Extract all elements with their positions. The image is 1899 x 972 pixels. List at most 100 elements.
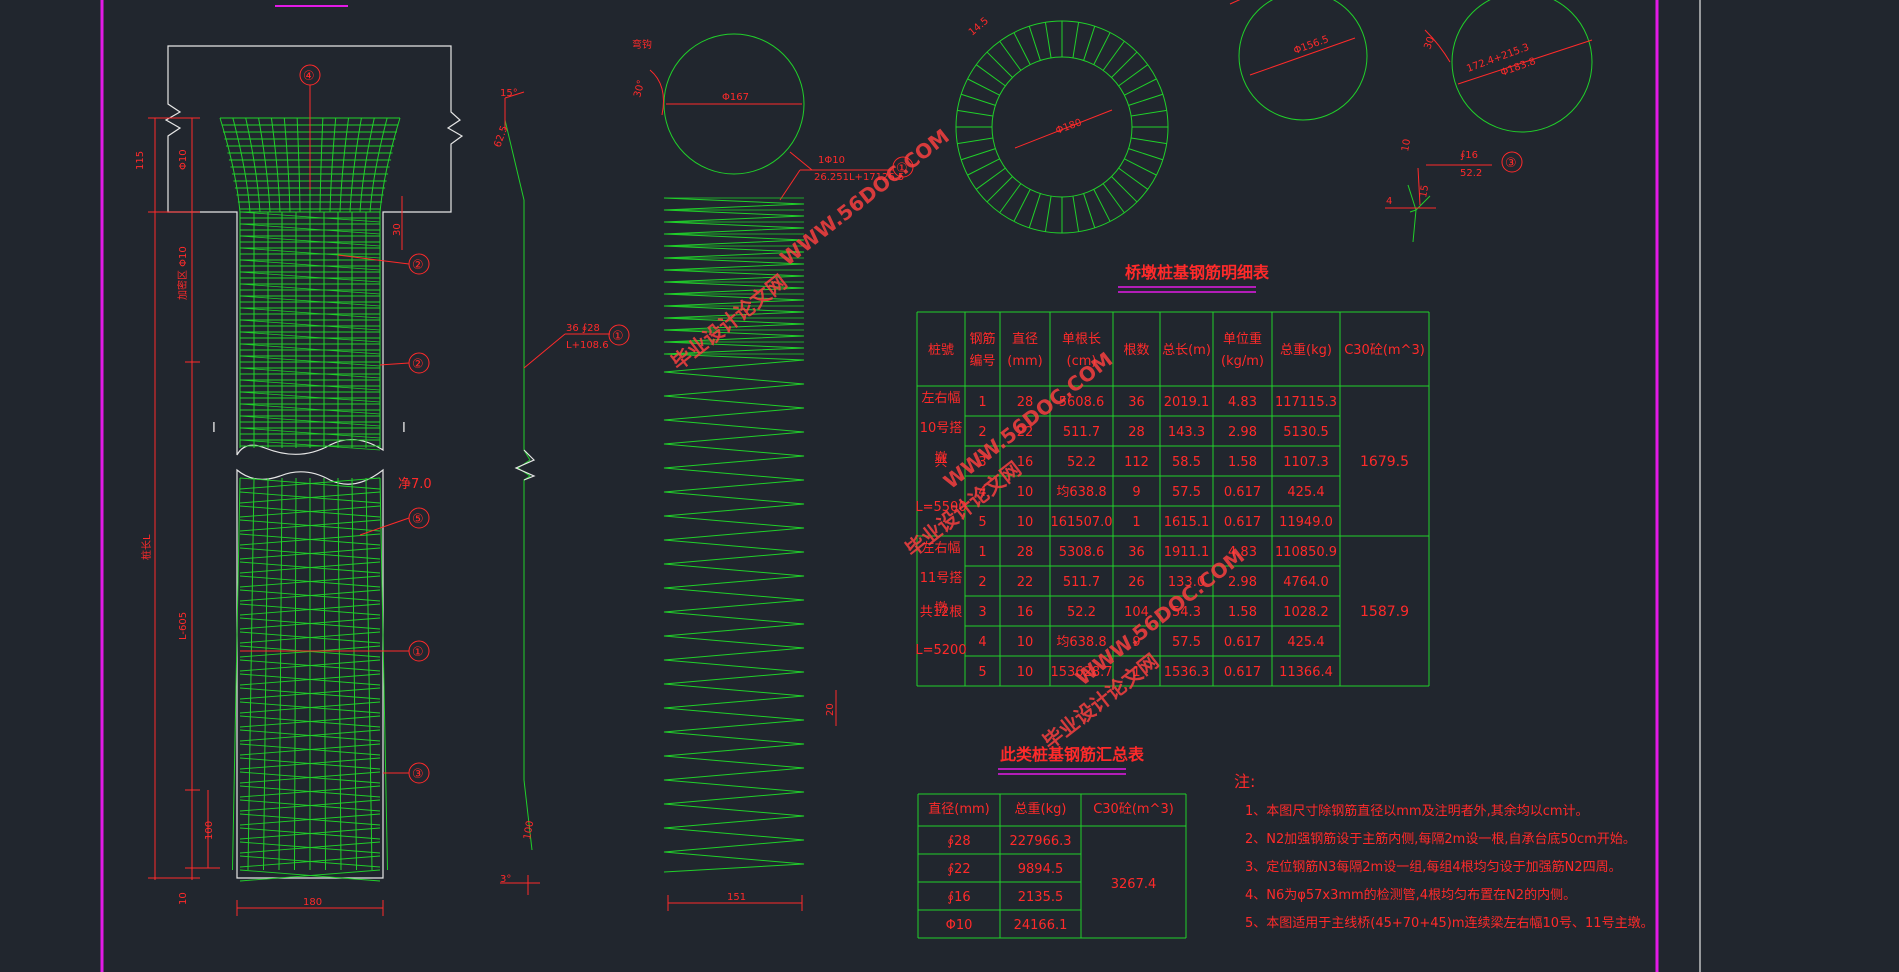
dim-100: 100 (204, 821, 215, 840)
table1-cell: 4 (978, 635, 986, 650)
notes: 注: 1、本图尺寸除钢筋直径以mm及注明者外,其余均以cm计。 2、N2加强钢筋… (1234, 772, 1654, 931)
dim-dense-zone: 加密区 Φ10 (176, 246, 189, 300)
ring-tick (1044, 22, 1052, 58)
cage-spiral (239, 617, 381, 630)
table1-cell: 16 (1017, 455, 1034, 470)
ring-tick (1013, 32, 1031, 65)
cage-bar (278, 477, 283, 871)
table1-group-count: 共 (934, 455, 947, 470)
table1-cell: 22 (1017, 425, 1034, 440)
table1-cell: 143.3 (1168, 425, 1205, 440)
cage-spiral (239, 533, 381, 546)
note-3: 3、定位钢筋N3每隔2m设一组,每组4根均匀设于加强筋N2四周。 (1245, 859, 1622, 875)
spiral-detail: Φ167 弯钩 30° 1Φ10 26.251L+17126.5 ① 151 2… (632, 33, 914, 911)
cage-spiral (239, 505, 381, 518)
table1-cell: 11366.4 (1279, 665, 1333, 680)
ring-tick (1111, 176, 1138, 203)
callout-3: ③ (412, 767, 424, 782)
main-bar (504, 119, 533, 851)
cage-spiral (239, 235, 381, 247)
dim-phi10: Φ10 (178, 149, 189, 170)
cage-spiral (239, 379, 381, 391)
table1-cell: 1.58 (1228, 605, 1257, 620)
ring-tick (1131, 137, 1167, 145)
cage-spiral (239, 799, 381, 812)
cage-spiral (239, 343, 381, 355)
callout-2b: ② (412, 357, 424, 372)
ring-tick (967, 158, 1000, 176)
cage-spiral (239, 869, 381, 882)
table1-cell: 16 (1017, 605, 1034, 620)
table1-cell: 10 (1017, 485, 1034, 500)
callout-5: ⑤ (412, 512, 424, 527)
cage-spiral (239, 813, 381, 826)
n3-dim (1417, 167, 1421, 206)
table1-cell: 28 (1017, 395, 1034, 410)
cage-spiral (239, 547, 381, 560)
table1-cell: 104 (1124, 605, 1149, 620)
table1-cell: 511.7 (1063, 425, 1100, 440)
callout-1: ① (412, 645, 424, 660)
ring-tick (1028, 193, 1041, 228)
cage-spiral (239, 855, 381, 868)
callout-1c: ① (896, 161, 908, 176)
arc-30: 30 (1422, 35, 1437, 51)
table1-cell: 2 (978, 575, 986, 590)
table1-group-label: 11号搭 (920, 570, 963, 586)
ring-tick (1083, 26, 1096, 61)
notes-title: 注: (1234, 772, 1255, 791)
table1-cell: 10 (1017, 515, 1034, 530)
dim-115: 115 (135, 151, 146, 170)
table2-header-cell: 总重(kg) (1015, 801, 1067, 817)
table1-cell: 57.5 (1172, 635, 1201, 650)
table1-cell: 0.617 (1224, 515, 1261, 530)
cage-bar (323, 477, 326, 871)
cage-spiral (239, 715, 381, 728)
cage-bar (365, 477, 373, 871)
table1-group-label: 左右幅 (921, 541, 960, 556)
bend-100: 100 (522, 820, 536, 841)
table1-cell: 1615.1 (1164, 515, 1210, 530)
cage-bar (263, 477, 269, 871)
table1-cell: 1107.3 (1283, 455, 1329, 470)
table1-cell: 425.4 (1287, 635, 1324, 650)
table2-cell: 2135.5 (1018, 890, 1064, 905)
circle-156-dim (1249, 37, 1356, 76)
pitch-label: 20 (825, 703, 836, 716)
table1-cell: 9 (1132, 485, 1140, 500)
ring-tick (1111, 51, 1138, 78)
spiral-leader (789, 151, 813, 171)
callout-3b: ③ (1505, 156, 1517, 171)
ring-tick (1093, 32, 1111, 65)
table2-cell: Φ10 (946, 918, 973, 933)
dim-10: 10 (178, 892, 189, 905)
ring-diameter: Φ180 (1054, 117, 1083, 137)
cage-spiral (239, 659, 381, 672)
cage-bar (247, 477, 255, 871)
table1-cell: 52.2 (1067, 605, 1096, 620)
ring-tick (975, 167, 1006, 190)
section-mark-right: I (402, 421, 406, 436)
table1-cell: 133.0 (1168, 575, 1205, 590)
table1-header-cell: 直径 (1012, 332, 1038, 347)
cage-spiral (239, 331, 381, 343)
table1-cell: 57.5 (1172, 485, 1201, 500)
arc-dim (1424, 29, 1451, 63)
table1-cell: 0.617 (1224, 485, 1261, 500)
cage-spiral (239, 575, 381, 588)
table1-cell: 26 (1128, 575, 1145, 590)
cage-bar (379, 477, 388, 871)
cage-spiral (239, 701, 381, 714)
ring-tick (1128, 148, 1163, 161)
note-1: 1、本图尺寸除钢筋直径以mm及注明者外,其余均以cm计。 (1245, 803, 1589, 819)
table1-group-length: L=5200 (915, 643, 966, 658)
spiral-bar: 1Φ10 (818, 155, 845, 166)
table1-cell: 4764.0 (1283, 575, 1329, 590)
ring-thickness: 14.5 (967, 16, 991, 39)
table1-group-label: 10号搭 (920, 420, 963, 436)
clear-cover-label: 净7.0 (398, 477, 432, 492)
table1-header-cell: 单位重 (1223, 331, 1262, 347)
table1-cell: 5 (978, 665, 986, 680)
